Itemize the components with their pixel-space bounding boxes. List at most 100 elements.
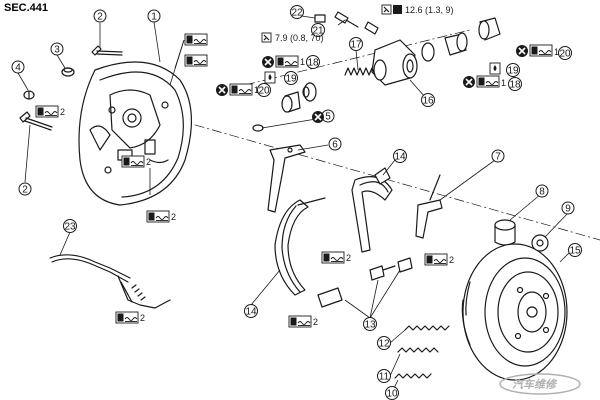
- brake-fluid-icon: [489, 62, 501, 75]
- svg-text:10: 10: [386, 389, 398, 400]
- sealing-washer: [252, 124, 264, 132]
- grease-symbol-5: 2: [146, 210, 176, 223]
- cylinder-centerline: [244, 29, 471, 86]
- bolt-upper: [91, 45, 123, 56]
- grease-symbol-3: 2: [35, 105, 65, 118]
- svg-text:1: 1: [554, 47, 559, 57]
- brake-drum: [461, 243, 568, 381]
- return-spring-middle: [397, 347, 439, 353]
- callout-3: 3: [50, 42, 64, 56]
- wheel-cylinder-spring: [344, 67, 376, 76]
- svg-text:8: 8: [539, 187, 545, 198]
- replace-marker-18-right: 1: [462, 75, 506, 89]
- svg-text:22: 22: [291, 8, 303, 19]
- svg-text:19: 19: [285, 74, 297, 85]
- callout-21: 21: [311, 23, 325, 37]
- callout-8: 8: [535, 184, 549, 198]
- svg-text:18: 18: [307, 58, 319, 69]
- callout-19-left: 19: [284, 71, 298, 85]
- svg-text:1: 1: [501, 78, 506, 88]
- hub-spacer: [494, 219, 516, 246]
- bleeder-fitting: [364, 21, 379, 35]
- svg-text:6: 6: [332, 140, 338, 151]
- replace-marker-20-left: 1: [215, 83, 259, 97]
- hold-down-pin-upper: [369, 265, 396, 281]
- svg-text:17: 17: [350, 40, 362, 51]
- svg-text:13: 13: [364, 320, 376, 331]
- svg-text:5: 5: [325, 112, 331, 123]
- no-reuse-icon: [311, 110, 325, 124]
- piston-cup-left: [302, 82, 317, 102]
- callout-14-upper: 14: [393, 149, 407, 163]
- svg-text:20: 20: [258, 86, 270, 97]
- brake-fluid-icon: [264, 71, 276, 84]
- svg-text:11: 11: [379, 372, 390, 383]
- no-reuse-icon: [462, 75, 476, 89]
- fluid-marker-19-right: [489, 62, 501, 75]
- axle-centerline: [159, 114, 600, 241]
- wheel-cylinder: [371, 39, 418, 86]
- callout-11: 11: [377, 369, 391, 383]
- svg-text:20: 20: [559, 49, 571, 60]
- svg-text:2: 2: [140, 313, 145, 323]
- callout-17: 17: [349, 37, 363, 51]
- callout-2-upper: 2: [93, 9, 107, 23]
- parking-brake-cable: [49, 254, 171, 309]
- svg-text:3: 3: [54, 45, 60, 56]
- callout-14-lower: 14: [244, 304, 258, 318]
- section-label: SEC.441: [4, 2, 48, 14]
- svg-text:1: 1: [151, 12, 157, 23]
- grease-symbol-7: 2: [424, 253, 454, 266]
- callout-19-right: 19: [506, 63, 520, 77]
- inspection-plug: [61, 67, 75, 77]
- bolt-lower: [19, 111, 53, 131]
- svg-text:12: 12: [378, 339, 390, 350]
- svg-text:12.6 (1.3, 9): 12.6 (1.3, 9): [405, 5, 454, 15]
- callout-23: 23: [63, 219, 77, 233]
- svg-text:2: 2: [346, 253, 351, 263]
- piston-left: [281, 91, 301, 113]
- grease-symbol-4: 2: [121, 155, 151, 168]
- svg-text:9: 9: [565, 204, 571, 215]
- callout-18-right: 18: [508, 77, 522, 91]
- svg-text:2: 2: [146, 157, 151, 167]
- callout-12: 12: [377, 336, 391, 350]
- torque-spec-bolt: 7.9 (0.8, 70): [261, 32, 324, 43]
- adjuster-lever: [267, 144, 306, 213]
- svg-text:汽车维修: 汽车维修: [512, 378, 558, 391]
- piston-cup-right: [421, 42, 435, 62]
- torque-icon: [261, 32, 272, 43]
- brake-shoe-leading: [274, 197, 326, 296]
- callout-18-left: 18: [306, 55, 320, 69]
- callout-4: 4: [11, 60, 25, 74]
- grease-symbol-1: [184, 33, 208, 46]
- callout-20-right: 20: [558, 46, 572, 60]
- fluid-marker-19-left: [264, 71, 276, 84]
- piston-right: [444, 32, 468, 56]
- svg-text:7: 7: [495, 152, 501, 163]
- no-reuse-icon: [515, 44, 529, 58]
- dust-boot-right: [478, 17, 501, 41]
- torque-spec-bleeder: 12.6 (1.3, 9): [381, 4, 454, 15]
- svg-text:4: 4: [15, 63, 21, 74]
- callout-15: 15: [568, 243, 582, 257]
- callout-22: 22: [290, 5, 304, 19]
- svg-text:21: 21: [312, 26, 324, 37]
- brake-shoe-trailing: [351, 167, 393, 253]
- svg-text:2: 2: [171, 212, 176, 222]
- svg-text:23: 23: [64, 222, 76, 233]
- svg-text:2: 2: [97, 12, 103, 23]
- svg-text:14: 14: [245, 307, 257, 318]
- backing-plate: [78, 61, 192, 206]
- svg-text:18: 18: [509, 80, 521, 91]
- callout-1: 1: [147, 9, 161, 23]
- svg-text:7.9 (0.8, 70): 7.9 (0.8, 70): [275, 33, 324, 43]
- return-spring-lower: [394, 373, 432, 379]
- grease-symbol-8: 2: [115, 311, 145, 324]
- callout-20-left: 20: [257, 83, 271, 97]
- svg-text:2: 2: [22, 185, 28, 196]
- callout-10: 10: [385, 386, 399, 400]
- callout-2-lower: 2: [18, 182, 32, 196]
- svg-text:15: 15: [569, 246, 581, 257]
